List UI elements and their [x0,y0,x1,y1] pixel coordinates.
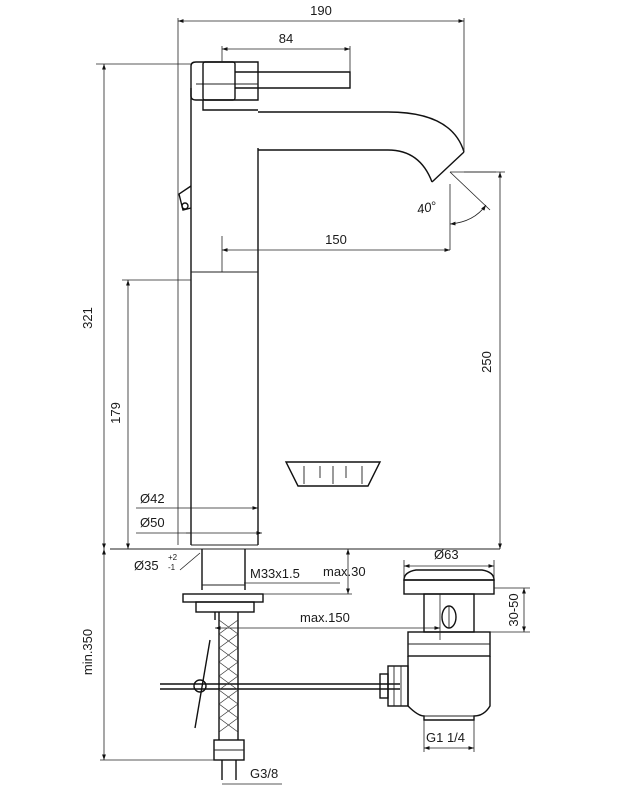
spout [258,111,465,183]
label-hole-diameter: Ø35 [134,558,159,573]
label-min-length: min.350 [80,629,95,675]
label-waste-diameter: Ø63 [434,547,459,562]
label-body-diameter-inner: Ø42 [140,491,165,506]
label-body-height: 179 [108,402,123,424]
label-lever-length: 84 [279,31,293,46]
label-spout-height: 250 [479,351,494,373]
label-waste-range: 30-50 [506,593,521,626]
dimension-labels: 190 84 150 40° 321 179 250 Ø42 Ø50 Ø35 +… [80,3,521,781]
label-hole-tol-upper: +2 [168,553,178,562]
label-max-deck: max.30 [323,564,366,579]
label-waste-thread: G1 1/4 [426,730,465,745]
aerator-part [284,461,382,487]
label-body-diameter-outer: Ø50 [140,515,165,530]
label-hose-thread: G3/8 [250,766,278,781]
label-total-width: 190 [310,3,332,18]
dimension-lines [96,18,530,785]
label-thread: M33x1.5 [250,566,300,581]
label-spout-angle: 40° [416,198,438,217]
label-max-reach: max.150 [300,610,350,625]
waste-drain [379,569,495,721]
pop-up-knob [178,185,192,211]
label-total-height: 321 [80,307,95,329]
label-spout-reach: 150 [325,232,347,247]
mounting-assembly [110,548,500,780]
label-hole-tol-lower: -1 [168,563,176,572]
faucet-body [190,61,351,546]
